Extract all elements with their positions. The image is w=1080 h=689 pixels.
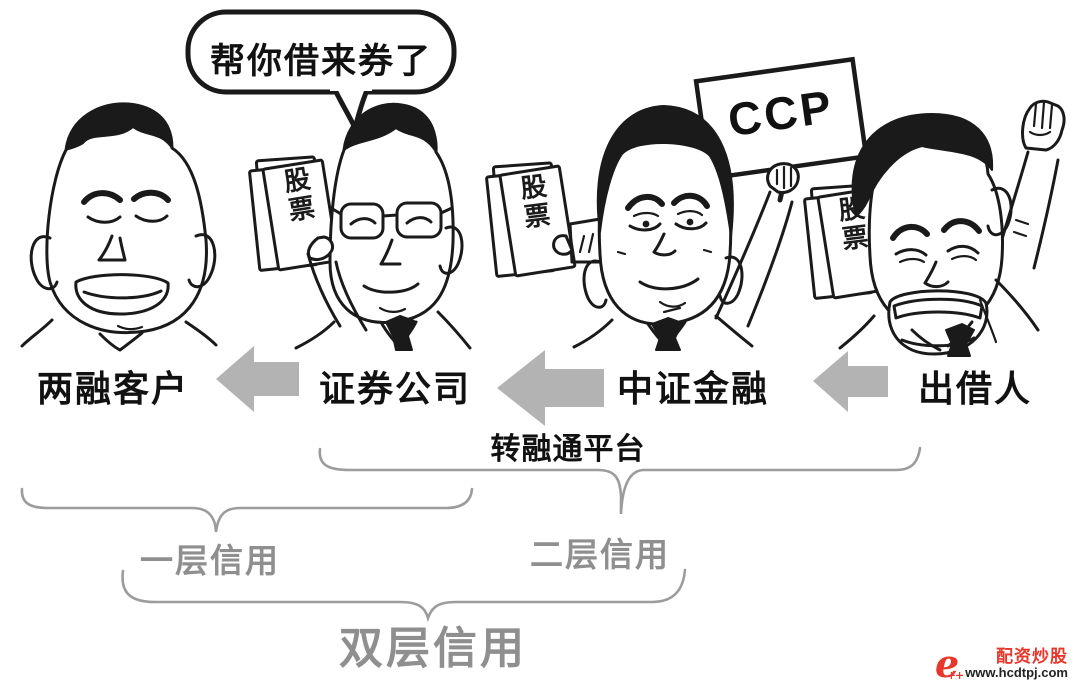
tie [945,323,975,357]
hair [851,113,994,217]
label-refinancing-platform: 转融通平台 [490,433,646,466]
raised-arm [306,252,368,332]
hair [343,102,438,153]
label-margin-client: 两融客户 [36,368,189,409]
right-ear [187,233,217,289]
tie [385,315,415,351]
eyes [86,215,122,224]
arrow-left-icon-1 [216,346,299,412]
figure-csf [484,56,869,351]
left-ear [582,259,608,309]
label-lender: 出借人 [917,368,1032,409]
brace-double-layer [121,568,687,623]
shoulders [294,310,472,350]
collar [98,331,144,352]
logo-e-icon: e++ [935,641,964,686]
figure-margin-client [20,102,218,352]
label-securities-company: 证券公司 [318,368,471,409]
right-ear [986,186,1013,237]
arrow-left-icon-2 [497,350,604,426]
shoulders [20,318,54,348]
nose [97,234,127,262]
hand [306,235,334,262]
right-ear [718,255,744,305]
watermark-brand: 配资炒股 [996,646,1068,666]
mouth [74,273,170,316]
nose [923,260,950,289]
left-ear [29,235,59,291]
watermark-url: www.hcdtpj.com [965,665,1068,681]
brace-first-layer [20,487,474,533]
label-first-layer-credit: 一层信用 [140,542,280,579]
arrow-left-icon-3 [813,351,888,412]
watermark: e++ 配资炒股 www.hcdtpj.com [935,645,1068,683]
teeth [892,297,984,320]
glasses [329,201,454,240]
speech-bubble [185,9,457,131]
label-double-layer-credit: 双层信用 [339,624,527,673]
fist [1021,99,1066,152]
nose [652,232,677,257]
mouth [638,277,700,291]
right-ear [438,225,464,275]
figure-lender [802,99,1066,357]
speech-bubble-text: 帮你借来券了 [209,42,432,81]
tie [651,317,683,351]
hair [596,105,734,237]
nose [379,238,402,266]
eyes [894,244,980,257]
mouth [362,282,420,294]
shoulders [572,314,754,349]
label-second-layer-credit: 二层信用 [530,536,670,573]
hand [552,234,574,256]
raised-arm [998,150,1060,270]
hair [65,102,173,151]
label-csf: 中证金融 [616,368,769,409]
brace-second-layer [318,446,922,515]
eyes [349,216,433,226]
shoulders [838,278,1040,350]
eyes [628,221,708,232]
figure-securities-company [247,102,472,351]
